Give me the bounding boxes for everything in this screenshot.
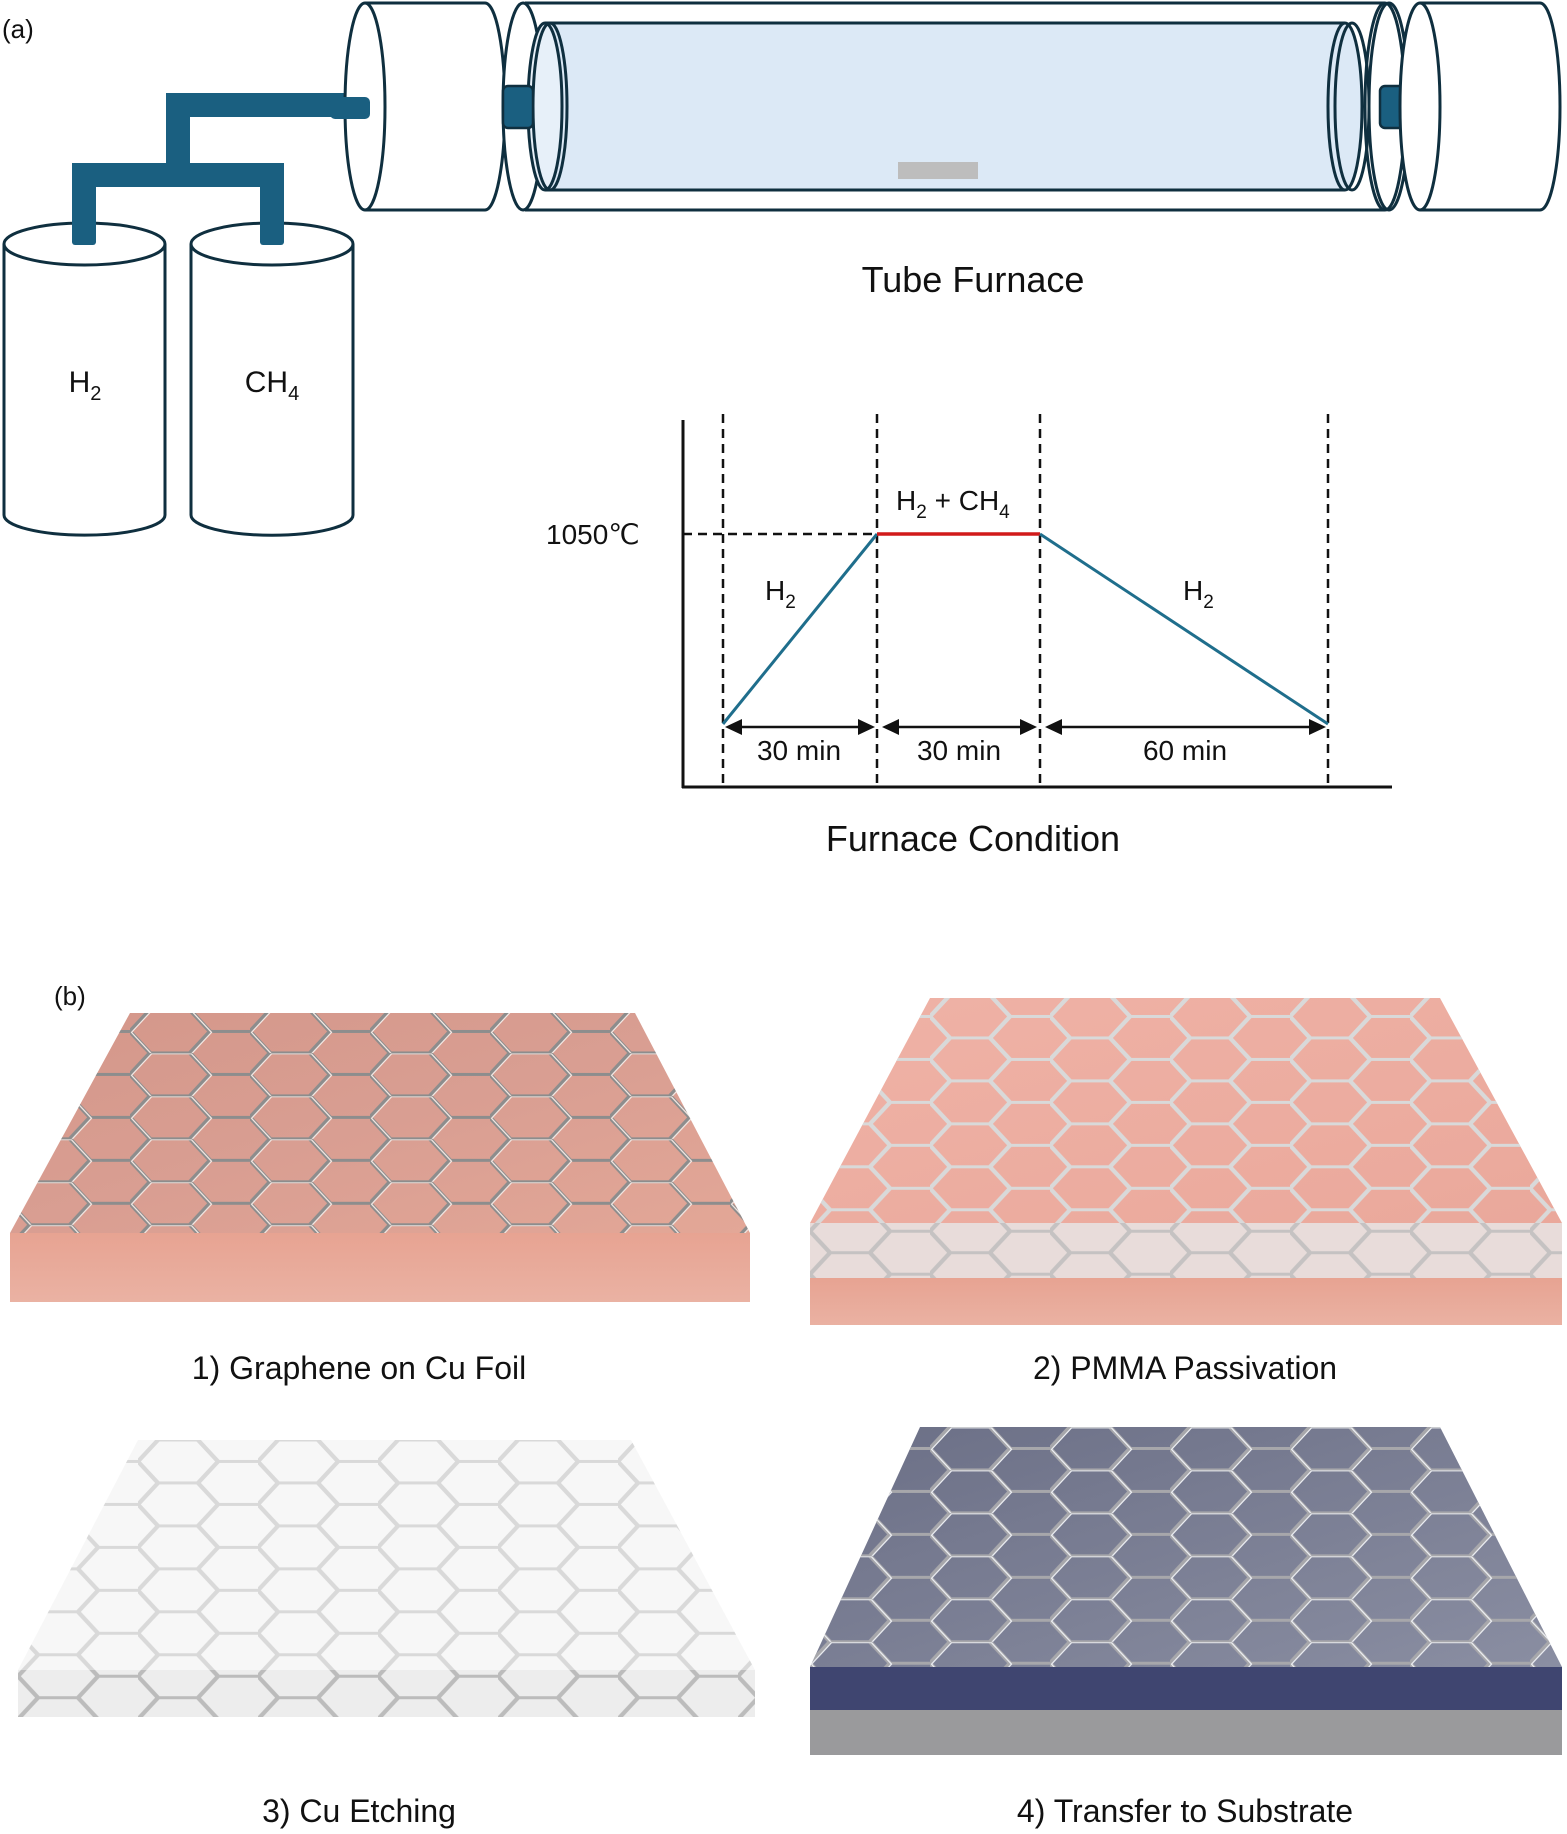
step-4-caption: 4) Transfer to Substrate (1016, 1793, 1354, 1829)
right-end-cap (1398, 1, 1562, 212)
ch4-cylinder-label: CH4 (245, 366, 299, 405)
duration-label-2: 30 min (917, 735, 1001, 766)
step-3-cu-etching (18, 1440, 758, 1720)
tube-furnace-title: Tube Furnace (862, 259, 1085, 300)
step-2-pmma-passivation (810, 995, 1565, 1325)
cool-down-line (1039, 532, 1329, 726)
furnace-condition-title: Furnace Condition (826, 818, 1120, 859)
gas-pipe-network (72, 93, 370, 242)
copper-foil-sample (898, 162, 978, 179)
ramp-up-line (721, 533, 879, 725)
phase-boundaries (683, 414, 1330, 785)
step-4-transfer-to-substrate (810, 1427, 1567, 1757)
ramp-gas-label: H2 (765, 575, 796, 613)
cool-gas-label: H2 (1183, 575, 1214, 613)
temperature-label: 1050℃ (546, 519, 640, 550)
duration-label-3: 60 min (1143, 735, 1227, 766)
step-3-caption: 3) Cu Etching (262, 1793, 456, 1829)
hold-gas-label: H2 + CH4 (896, 485, 1010, 523)
panel-a-label: (a) (2, 14, 34, 44)
furnace-condition-chart: 1050℃ H2 H2 + CH4 H2 30 min 30 min 60 mi… (546, 414, 1392, 859)
step-2-caption: 2) PMMA Passivation (1032, 1350, 1338, 1386)
step-1-graphene-on-cu-foil (10, 1010, 750, 1310)
panel-b-label: (b) (54, 981, 86, 1011)
h2-cylinder-label: H2 (69, 366, 102, 405)
cvd-schematic: H2 CH4 Tube Furnace (2, 1, 1562, 859)
duration-label-1: 30 min (757, 735, 841, 766)
step-1-caption: 1) Graphene on Cu Foil (191, 1350, 527, 1386)
duration-arrows (725, 719, 1326, 735)
